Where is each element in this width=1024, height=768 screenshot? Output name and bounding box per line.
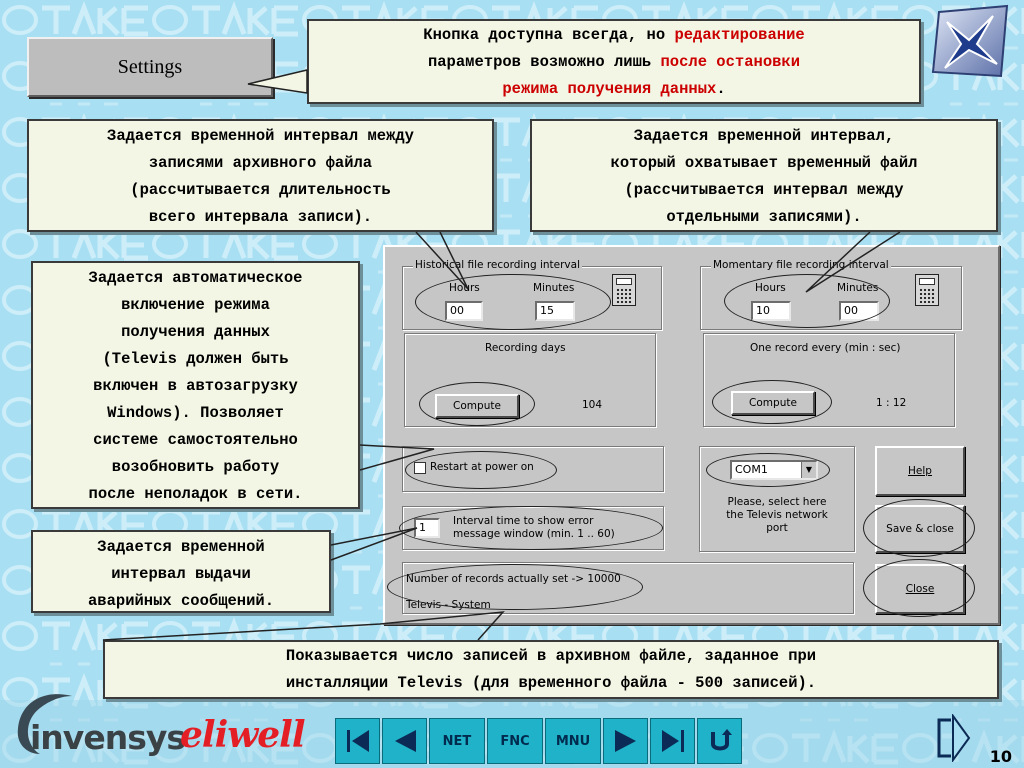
televis-logo-icon [931,4,1009,78]
one-record-every-group [703,333,955,427]
callout-autostart: Задается автоматическое включение режима… [31,261,360,509]
skip-first-icon [346,730,369,752]
recording-days-value: 104 [582,399,603,411]
callout-settings-availability: Кнопка доступна всегда, но редактировани… [307,19,921,104]
settings-dialog: Historical file recording interval Hours… [383,245,1000,625]
settings-tab[interactable]: Settings [27,37,273,97]
historical-fields-highlight [415,274,611,330]
invensys-swoosh-icon [17,694,72,754]
nav-prev-button[interactable] [382,718,427,764]
eliwell-logo: eliwell [180,714,306,756]
nav-fnc-button[interactable]: FNC [487,718,543,764]
page-forward-icon[interactable] [937,714,971,762]
com-port-hint: Please, select here the Televis network … [726,496,828,534]
historical-compute-highlight [419,382,535,426]
invensys-logo: invensys [30,718,186,757]
arrow-left-icon [394,730,416,752]
close-highlight [863,559,975,617]
nav-first-button[interactable] [335,718,380,764]
return-icon [710,729,732,751]
help-button[interactable]: Help [875,446,965,496]
restart-highlight [405,451,557,489]
nav-last-button[interactable] [650,718,695,764]
callout-error-interval: Задается временной интервал выдачи авари… [31,530,331,613]
momentary-compute-highlight [712,380,832,424]
historical-legend: Historical file recording interval [413,259,582,271]
historical-calculator-icon[interactable] [612,274,636,306]
one-record-every-value: 1 : 12 [876,397,907,409]
recording-days-group [404,333,656,427]
page-number: 10 [989,747,1012,766]
momentary-calculator-icon[interactable] [915,274,939,306]
skip-last-icon [661,730,684,752]
momentary-fields-highlight [724,274,890,328]
nav-return-button[interactable] [697,718,742,764]
nav-mnu-button[interactable]: MNU [545,718,601,764]
com-port-group [699,446,855,552]
save-close-highlight [863,499,975,557]
callout-historical-interval: Задается временной интервал между запися… [27,119,494,232]
callout-momentary-interval: Задается временной интервал, который охв… [530,119,998,232]
nav-bar: NET FNC MNU [335,718,744,764]
settings-tab-label: Settings [117,55,183,78]
nav-net-button[interactable]: NET [429,718,485,764]
nav-next-button[interactable] [603,718,648,764]
footer-brand: invensys eliwell [0,680,330,768]
arrow-right-icon [614,730,636,752]
interval-highlight [399,506,663,550]
records-highlight [387,564,643,610]
recording-days-label: Recording days [485,342,566,354]
one-record-every-label: One record every (min : sec) [750,342,901,354]
momentary-legend: Momentary file recording interval [711,259,891,271]
callout-records-count: Показывается число записей в архивном фа… [103,640,999,699]
com-port-highlight [706,453,830,487]
